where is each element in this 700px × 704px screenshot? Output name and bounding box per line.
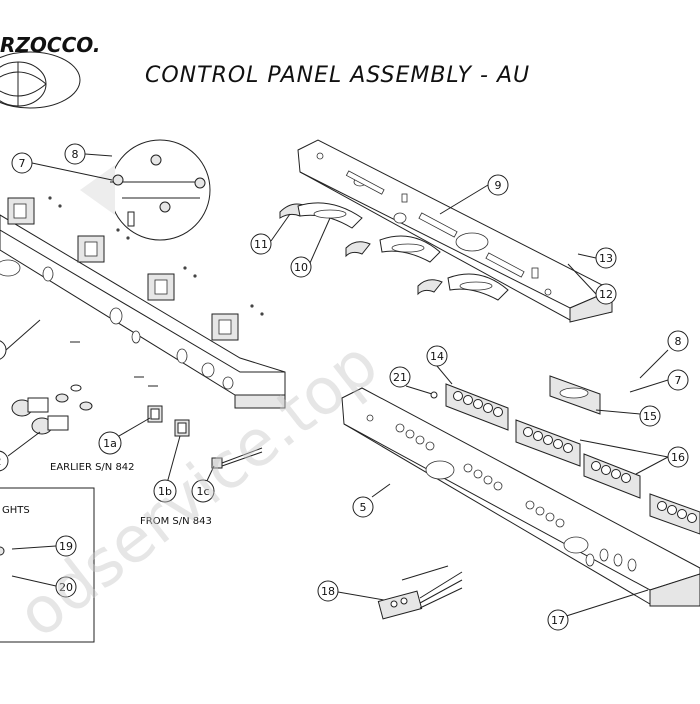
callout-label-20: 20 <box>59 581 73 594</box>
callout-label-16: 16 <box>671 451 685 464</box>
brand-name: RZOCCO. <box>0 33 100 57</box>
callout-label-2: 2 <box>0 455 2 468</box>
note-earlier-sn: EARLIER S/N 842 <box>50 462 135 473</box>
callout-label-8a: 8 <box>72 148 79 161</box>
brand-logo: RZOCCO. <box>0 33 100 109</box>
callout-label-11: 11 <box>254 238 268 251</box>
lower-right-panel <box>341 387 700 607</box>
callout-label-12: 12 <box>599 288 613 301</box>
callout-label-18: 18 <box>321 585 335 598</box>
callout-label-1b: 1b <box>158 485 172 498</box>
callout-label-10: 10 <box>294 261 308 274</box>
callout-label-17: 17 <box>551 614 565 627</box>
callout-label-21: 21 <box>393 371 407 384</box>
knob-handles <box>279 202 509 301</box>
lights-box: GHTS <box>0 487 95 643</box>
note-from-sn: FROM S/N 843 <box>140 516 212 527</box>
callout-bubble <box>64 143 86 165</box>
callout-label-14: 14 <box>430 350 444 363</box>
callout-label-1a: 1a <box>103 437 117 450</box>
callout-label-13: 13 <box>599 252 613 265</box>
callout-label-7b: 7 <box>675 374 682 387</box>
watermark-text: odservice.top <box>4 327 392 653</box>
callout-label-15: 15 <box>643 410 657 423</box>
page-title: CONTROL PANEL ASSEMBLY - AU <box>145 63 530 88</box>
lights-box-label: GHTS <box>2 505 30 516</box>
switch-components <box>11 341 263 469</box>
button-strips <box>445 375 700 535</box>
callout-label-9: 9 <box>495 179 502 192</box>
wiring-harness <box>377 565 463 620</box>
upper-right-panel <box>297 139 613 323</box>
upper-left-panel <box>0 196 286 409</box>
callout-label-1c: 1c <box>196 485 209 498</box>
callout-label-5: 5 <box>360 501 367 514</box>
callout-label-19: 19 <box>59 540 73 553</box>
callout-label-7a: 7 <box>19 157 26 170</box>
detail-magnifier <box>80 139 211 241</box>
callouts: 8 7 11 10 9 13 12 14 21 <box>0 143 689 631</box>
callout-label-8b: 8 <box>675 335 682 348</box>
